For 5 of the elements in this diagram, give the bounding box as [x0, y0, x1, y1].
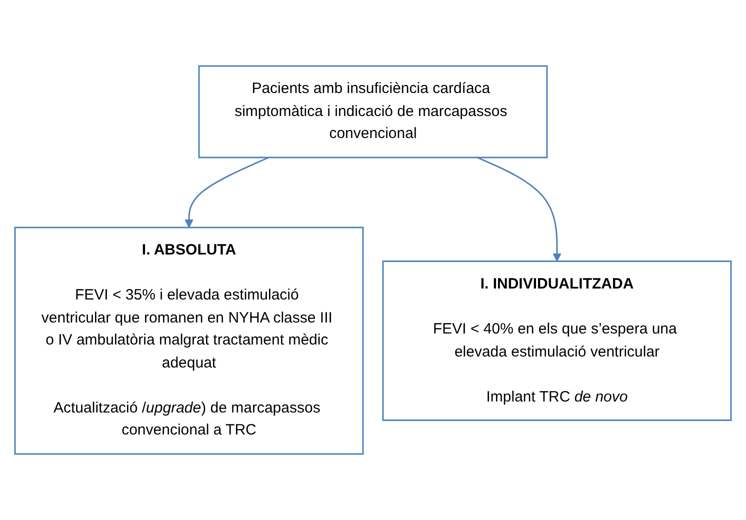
- node-box: Pacients amb insuficiència cardíaca simptomàtica i indicació de marcapassos convencional: [198, 65, 548, 158]
- arrow: [476, 156, 562, 262]
- node-box: I. ABSOLUTA FEVI < 35% i elevada estimulació ventricular que romanen en NYHA classe III o IV ambulatòria malgrat tractament mèdic adequat Actualització /upgrade) de marcapassos convencional a TRC: [14, 226, 364, 455]
- node-box: I. INDIVIDUALITZADA FEVI < 40% en els que s’espera una elevada estimulació ventricular Implant TRC de novo: [382, 260, 732, 421]
- arrow: [184, 156, 270, 228]
